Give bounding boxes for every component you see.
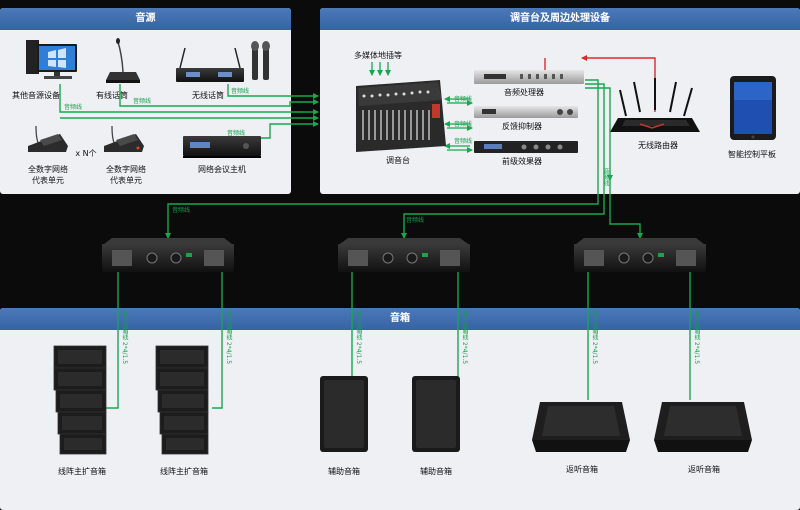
cable-label-audio-1: 音频线 <box>64 104 83 111</box>
label-wired-mic: 有线话筒 <box>96 91 128 100</box>
source-to-mixer-lines <box>59 84 319 139</box>
console-panel-title: 调音台及周边处理设备 <box>320 8 800 30</box>
label-conference-host: 网络会议主机 <box>198 165 246 174</box>
wired-mic-icon <box>106 38 140 83</box>
cable-label-speaker-5: 专用音箱线 2*4/1.5 <box>591 310 598 365</box>
label-aux-speaker-1: 辅助音箱 <box>328 467 360 476</box>
processor-to-amp-lines <box>165 79 643 239</box>
cable-label-speaker-1: 专用音箱线 2*4/1.5 <box>121 310 128 365</box>
label-audio-processor: 音频处理器 <box>504 88 544 97</box>
label-multimedia-input: 多媒体地插等 <box>354 51 402 60</box>
source-panel: 音源 <box>0 8 291 194</box>
cable-label-audio-6: 音频线 <box>454 121 473 128</box>
cable-label-speaker-2: 专用音箱线 2*4/1.5 <box>225 310 232 365</box>
amplifier-3-icon <box>574 238 706 272</box>
cable-label-audio-8: 音频线 <box>172 207 191 214</box>
line-array-speaker-2-icon <box>155 345 209 455</box>
aux-speaker-1-icon <box>320 376 368 452</box>
audio-processor-icon <box>474 70 584 84</box>
label-delegate-unit-2: 全数字网络 代表单元 <box>106 165 146 185</box>
delegate-unit-1-icon <box>28 125 68 152</box>
conference-host-icon <box>183 136 261 158</box>
cable-label-audio-10: 音频线 <box>602 168 609 186</box>
label-feedback-suppressor: 反馈抑制器 <box>502 122 542 131</box>
cable-label-audio-9: 音频线 <box>406 217 425 224</box>
cable-label-audio-3: 音频线 <box>231 88 250 95</box>
cable-label-audio-2: 音频线 <box>133 98 152 105</box>
tablet-icon <box>730 76 776 140</box>
label-delegate-unit-1: 全数字网络 代表单元 <box>28 165 68 185</box>
cable-label-speaker-4: 专用音箱线 2*4/1.5 <box>461 310 468 365</box>
wireless-router-icon <box>610 78 700 132</box>
label-aux-speaker-2: 辅助音箱 <box>420 467 452 476</box>
label-mixer: 调音台 <box>386 156 410 165</box>
label-wireless-router: 无线路由器 <box>638 141 678 150</box>
label-other-audio: 其他音源设备 <box>12 91 60 100</box>
preamp-effector-icon <box>474 141 578 153</box>
amplifier-2-icon <box>338 238 470 272</box>
cable-label-audio-5: 音频线 <box>454 96 473 103</box>
cable-label-audio-7: 音频线 <box>454 138 473 145</box>
label-wireless-mic: 无线话筒 <box>192 91 224 100</box>
mixer-icon <box>356 80 446 152</box>
label-preamp-effector: 前级效果器 <box>502 157 542 166</box>
aux-speaker-2-icon <box>412 376 460 452</box>
source-panel-title: 音源 <box>0 8 291 30</box>
pc-device-icon <box>26 40 77 79</box>
line-array-speaker-1-icon <box>53 345 107 455</box>
monitor-speaker-2-icon <box>654 402 752 452</box>
label-smart-tablet: 智能控制平板 <box>728 150 776 159</box>
cable-label-speaker-6: 专用音箱线 2*4/1.5 <box>693 310 700 365</box>
label-x-n: x N个 <box>75 149 97 158</box>
amplifier-1-icon <box>102 238 234 272</box>
monitor-speaker-1-icon <box>532 402 630 452</box>
label-line-array-2: 线阵主扩音箱 <box>160 467 208 476</box>
wireless-mic-receiver-icon <box>176 41 270 82</box>
label-line-array-1: 线阵主扩音箱 <box>58 467 106 476</box>
speaker-panel-title: 音箱 <box>0 308 800 330</box>
delegate-unit-2-icon <box>104 125 144 152</box>
cable-label-speaker-3: 专用音箱线 2*4/1.5 <box>355 310 362 365</box>
label-monitor-2: 返听音箱 <box>688 465 720 474</box>
label-monitor-1: 返听音箱 <box>566 465 598 474</box>
cable-label-audio-4: 音频线 <box>227 130 246 137</box>
mixer-peripheral-lines <box>369 62 473 153</box>
feedback-suppressor-icon <box>474 106 578 118</box>
